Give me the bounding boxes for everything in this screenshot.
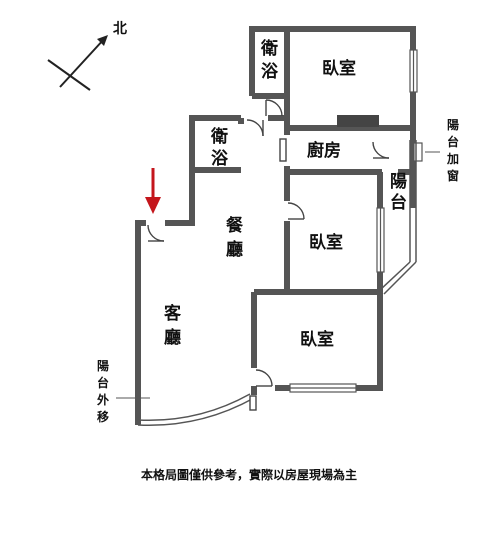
entrance-arrow-icon bbox=[145, 168, 161, 214]
balcony-window-4: 窗 bbox=[447, 168, 459, 183]
room-living-1: 客 bbox=[163, 303, 182, 324]
north-arrow-icon bbox=[97, 35, 108, 46]
room-bath-left-2: 浴 bbox=[211, 148, 229, 169]
room-kitchen: 廚房 bbox=[307, 140, 341, 161]
balcony-window-1: 陽 bbox=[447, 118, 459, 132]
balcony-moved-4: 移 bbox=[97, 409, 109, 424]
room-bedroom-top: 臥室 bbox=[322, 58, 356, 79]
walls bbox=[135, 26, 416, 425]
compass-north-label: 北 bbox=[113, 21, 127, 37]
windows bbox=[137, 49, 440, 427]
balcony-moved-2: 台 bbox=[97, 375, 109, 390]
room-living-2: 廳 bbox=[164, 327, 181, 348]
disclaimer-text: 本格局圖僅供參考，實際以房屋現場為主 bbox=[141, 467, 357, 482]
room-bedroom-bottom: 臥室 bbox=[300, 329, 334, 350]
room-dining-1: 餐 bbox=[226, 215, 244, 236]
room-bath-top-1: 衛 bbox=[260, 38, 278, 59]
room-bath-left-1: 衛 bbox=[210, 126, 228, 147]
room-dining-2: 廳 bbox=[226, 239, 243, 260]
room-bedroom-mid: 臥室 bbox=[309, 232, 343, 253]
balcony-moved-1: 陽 bbox=[97, 359, 109, 373]
balcony-window-3: 加 bbox=[446, 151, 459, 166]
room-balcony-1: 陽 bbox=[390, 172, 407, 192]
kitchen-counter bbox=[337, 115, 379, 127]
doors bbox=[147, 99, 390, 411]
compass: 北 bbox=[47, 21, 127, 91]
balcony-window-2: 台 bbox=[447, 134, 459, 149]
room-bath-top-2: 浴 bbox=[261, 61, 279, 82]
balcony-moved-3: 外 bbox=[97, 392, 109, 407]
room-balcony-2: 台 bbox=[390, 192, 407, 213]
